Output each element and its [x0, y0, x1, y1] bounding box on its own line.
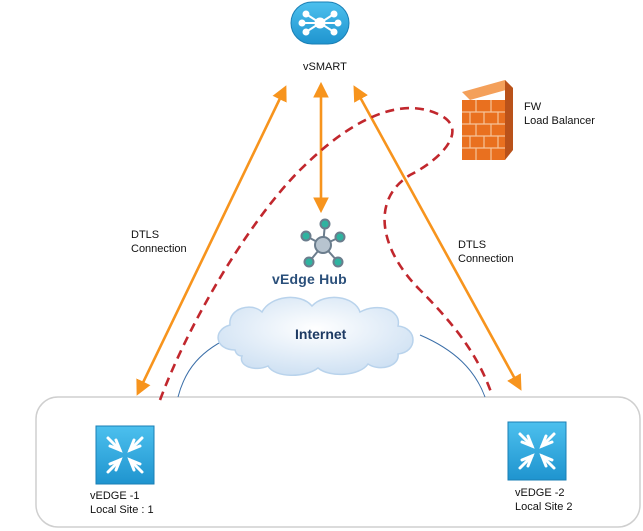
- vedge1-label-line1: vEDGE -1: [90, 490, 140, 502]
- dtls-arrow-right: [353, 85, 522, 391]
- dtls-left-line2: Connection: [131, 243, 187, 255]
- dtls-right-label: DTLS Connection: [458, 238, 514, 266]
- dtls-left-label: DTLS Connection: [131, 228, 187, 256]
- firewall-label: FW Load Balancer: [524, 100, 595, 128]
- vedge2-label: vEDGE -2 Local Site 2: [515, 486, 572, 514]
- vedge1-icon: [95, 425, 155, 485]
- vedge1-label-line2: Local Site : 1: [90, 504, 154, 516]
- dtls-arrow-left: [136, 85, 287, 396]
- vedge1-label: vEDGE -1 Local Site : 1: [90, 489, 154, 517]
- vedge2-label-line1: vEDGE -2: [515, 487, 565, 499]
- vedge-hub-label: vEdge Hub: [272, 271, 347, 287]
- vsmart-label: vSMART: [303, 61, 347, 73]
- dtls-right-line1: DTLS: [458, 239, 487, 251]
- internet-link-right: [419, 334, 486, 398]
- vedge2-icon: [507, 421, 567, 481]
- fw-dashed-path: [158, 106, 494, 401]
- firewall-icon: [462, 80, 513, 160]
- vedge2-label-line2: Local Site 2: [515, 501, 573, 513]
- vedge-hub-icon: [300, 218, 346, 268]
- firewall-label-line1: FW: [524, 101, 542, 113]
- dtls-left-line1: DTLS: [131, 229, 160, 241]
- firewall-label-line2: Load Balancer: [524, 115, 595, 127]
- internet-label: Internet: [295, 326, 347, 342]
- vsmart-icon: [290, 1, 350, 45]
- site-box: [35, 396, 641, 528]
- dtls-right-line2: Connection: [458, 253, 514, 265]
